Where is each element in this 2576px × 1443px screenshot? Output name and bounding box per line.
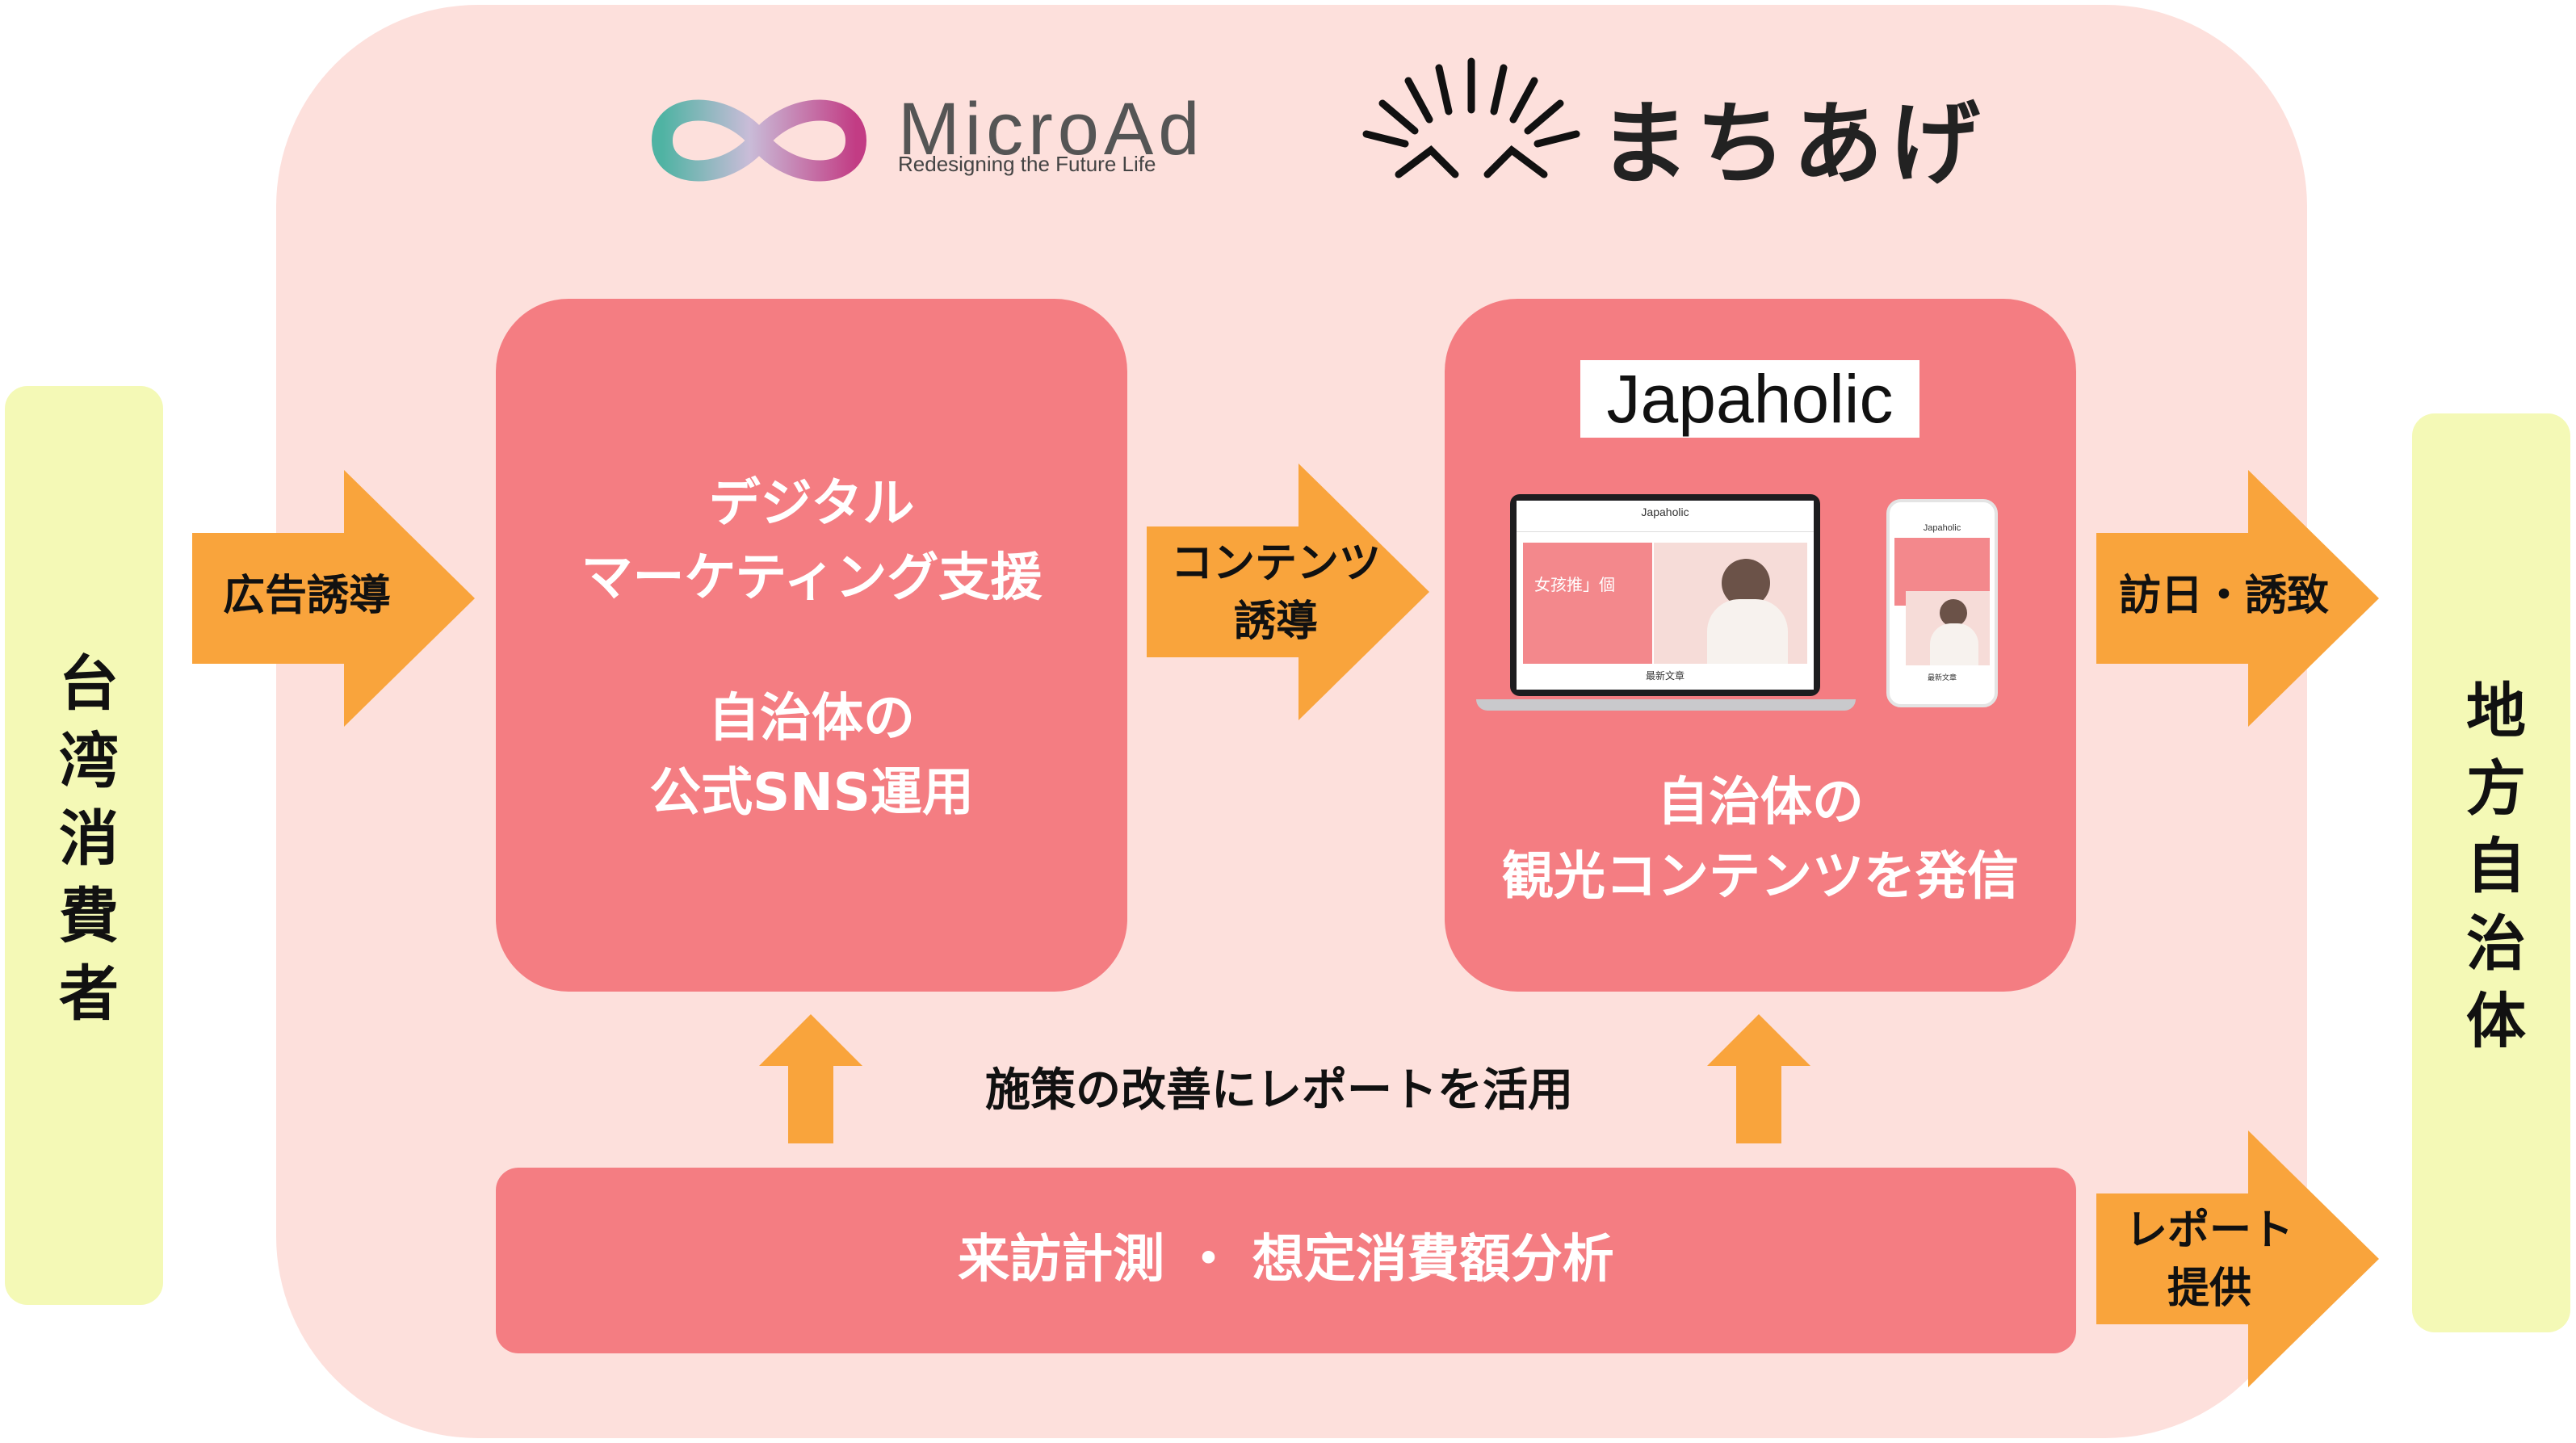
municipality-label: 地方自治体 (2456, 679, 2526, 1067)
ad-induction-label: 広告誘導 (223, 572, 392, 620)
right-arrow-icon (2096, 1130, 2379, 1387)
phone-footer-text: 最新文章 (1927, 673, 1957, 682)
consumer-label: 台湾消費者 (48, 652, 119, 1039)
hero-banner: 女孩推」個 (1523, 543, 1652, 664)
digital-marketing-line2: マーケティング支援 (581, 548, 1043, 608)
content-induction-arrow: コンテンツ 誘導 (1147, 464, 1429, 720)
right-arrow-icon (192, 470, 475, 727)
sns-line2: 公式SNS運用 (649, 763, 974, 823)
digital-marketing-line1: デジタル (708, 474, 915, 534)
measurement-box: 来訪計測 ・ 想定消費額分析 (496, 1168, 2076, 1353)
machiage-name: まちあげ (1599, 92, 1987, 197)
report-label-1: レポート (2125, 1206, 2293, 1255)
right-arrow-icon (2096, 470, 2379, 727)
visit-attract-label: 訪日・誘致 (2119, 572, 2330, 620)
laptop-site-title: Japaholic (1641, 505, 1689, 518)
content-induction-label-1: コンテンツ (1170, 539, 1381, 588)
digital-marketing-box: デジタル マーケティング支援 自治体の 公式SNS運用 (496, 299, 1127, 992)
tourism-line1: 自治体の (1657, 773, 1864, 833)
microad-tagline: Redesigning the Future Life (898, 152, 1156, 176)
up-arrow-icon (1707, 1014, 1810, 1143)
sns-line1: 自治体の (708, 689, 915, 749)
hero-text: 女孩推」個 (1534, 575, 1615, 594)
microad-name: MicroAd (898, 88, 1205, 170)
microad-logo-icon (651, 99, 867, 182)
feedback-note: 施策の改善にレポートを活用 (985, 1064, 1573, 1117)
laptop-screen-content: Japaholic 女孩推」個 最新文章 (1517, 501, 1814, 690)
right-arrow-icon (1147, 464, 1429, 720)
phone-site-title: Japaholic (1923, 523, 1961, 533)
laptop-footer-text: 最新文章 (1645, 670, 1684, 682)
measurement-label: 来訪計測 ・ 想定消費額分析 (958, 1230, 1614, 1290)
up-arrow-icon (759, 1014, 862, 1143)
tourism-line2: 観光コンテンツを発信 (1502, 847, 2019, 907)
japaholic-logo: Japaholic (1580, 360, 1919, 438)
machiage-sun-icon (1362, 57, 1580, 178)
content-induction-label-2: 誘導 (1233, 598, 1318, 646)
phone-mockup: Japaholic 最新文章 (1886, 499, 1998, 707)
visit-arrow: 訪日・誘致 (2096, 470, 2379, 727)
municipality-panel: 地方自治体 (2412, 413, 2570, 1332)
report-label-2: 提供 (2167, 1265, 2251, 1313)
hero-photo (1654, 543, 1807, 664)
laptop-base (1476, 699, 1856, 711)
report-arrow: レポート 提供 (2096, 1130, 2379, 1387)
consumer-panel: 台湾消費者 (5, 386, 163, 1305)
ad-induction-arrow: 広告誘導 (192, 470, 475, 727)
